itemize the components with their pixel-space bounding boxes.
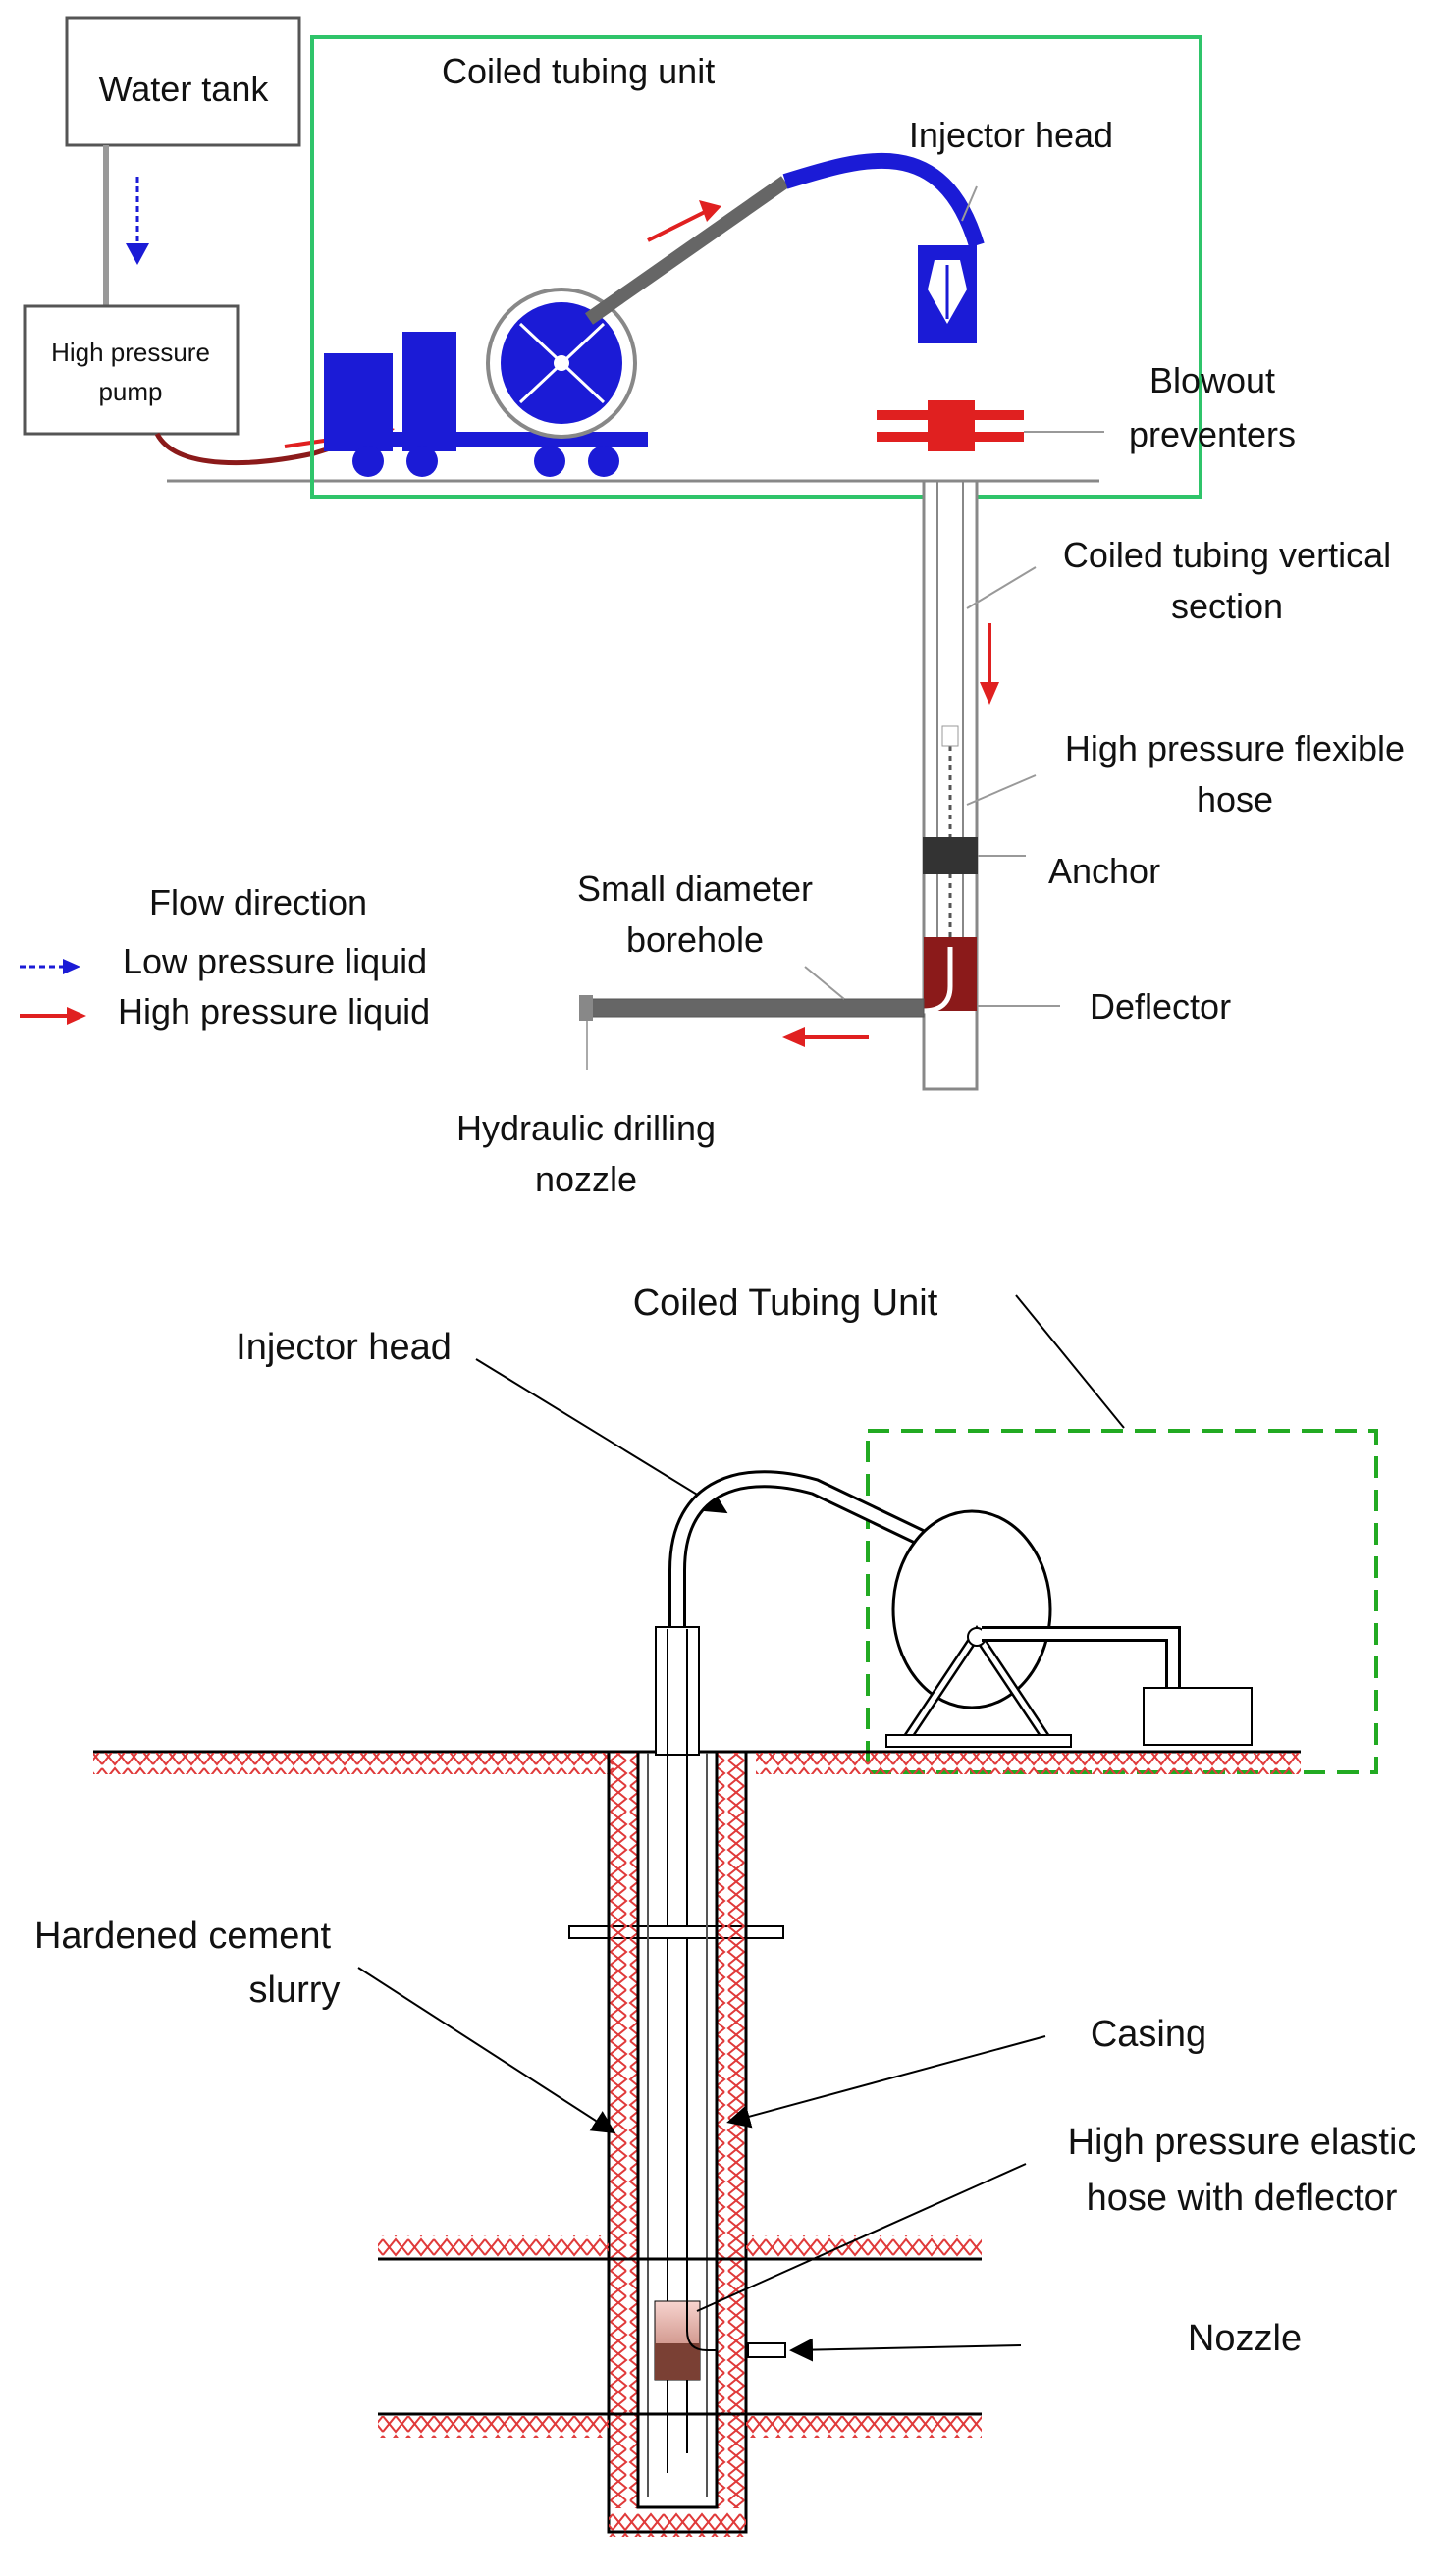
truck-body (402, 332, 456, 451)
flow-arrow-down-head (980, 682, 999, 705)
formation-hatch-2l (378, 2416, 609, 2438)
pump-label-line2: pump (98, 377, 162, 406)
hose-connector (941, 725, 959, 747)
deflector-bend (922, 947, 953, 1014)
hp-hose-leader (966, 774, 1037, 806)
reel-hub (554, 355, 569, 371)
reel-bottom (891, 1509, 1052, 1709)
cement-label-2: slurry (249, 1970, 341, 2011)
wheel-3 (534, 446, 565, 477)
ctu-leader (1015, 1294, 1125, 1429)
cement-label-1: Hardened cement (34, 1916, 332, 1957)
wellhead-casing-top (655, 1626, 700, 1756)
pump-hose (154, 429, 384, 466)
anchor-label: Anchor (1048, 851, 1160, 891)
hp-hose-label-1: High pressure flexible (1065, 728, 1405, 768)
bop-label-1: Blowout (1149, 360, 1275, 400)
injector-head-label-bottom: Injector head (236, 1327, 452, 1368)
ground-hatch-left (93, 1753, 614, 1774)
coiled-unit-box (310, 35, 1202, 499)
bop-body (928, 400, 975, 451)
power-pack (1143, 1687, 1253, 1746)
injector-head-arrow (475, 1358, 728, 1514)
anchor-block (923, 837, 978, 874)
cement-left (609, 1753, 638, 2508)
cement-bottom (609, 2512, 746, 2537)
ground-hatch-right (756, 1753, 1301, 1774)
wellhead-flange (568, 1925, 784, 1939)
flow-arrow-left-head (782, 1027, 805, 1047)
small-dia-label-2: borehole (626, 920, 764, 960)
gooseneck-bottom-inner (671, 1473, 931, 1634)
bottom-diagram: Coiled Tubing Unit Injector head (34, 1283, 1415, 2537)
water-tank-label: Water tank (99, 69, 270, 109)
cement-arrow (357, 1967, 616, 2134)
wheel-4 (588, 446, 619, 477)
hose-leader (696, 2163, 1027, 2312)
legend-low-arrowhead (63, 959, 80, 974)
nozzle-label-1: Hydraulic drilling (456, 1108, 716, 1148)
gooseneck-bottom (668, 1470, 932, 1634)
injector-leader (961, 185, 978, 222)
legend-high-arrowhead (67, 1007, 86, 1025)
deflector-base (655, 2343, 700, 2380)
pump-box (23, 304, 240, 436)
ctu-label: Coiled Tubing Unit (633, 1283, 938, 1324)
hose-bend (686, 2296, 717, 2351)
cement-right (717, 1753, 746, 2508)
flow-arrow-top (647, 209, 708, 242)
gooseneck (782, 152, 985, 248)
reel-arm-inner (982, 1629, 1178, 1691)
ct-vertical-leader (966, 566, 1037, 609)
nozzle-label-2: nozzle (535, 1159, 637, 1199)
nozzle-arrow (789, 2338, 1022, 2362)
small-dia-leader (804, 966, 845, 1000)
formation-hatch-2r (746, 2416, 982, 2438)
wheel-1 (352, 446, 384, 477)
borehole-horizontal (583, 998, 925, 1018)
wheel-2 (406, 446, 438, 477)
drilling-nozzle-tip (579, 995, 593, 1021)
bop-label-2: preventers (1129, 414, 1296, 454)
top-diagram: Water tank High pressure pump Coiled tub… (20, 16, 1405, 1199)
flow-legend: Flow direction Low pressure liquid High … (20, 882, 430, 1031)
casing-arrow (726, 2035, 1046, 2129)
formation-hatch-1l (378, 2235, 609, 2257)
hose-label-1: High pressure elastic (1068, 2122, 1416, 2163)
hose-label-2: hose with deflector (1087, 2178, 1398, 2219)
legend-title: Flow direction (149, 882, 367, 922)
nozzle-label-bottom: Nozzle (1188, 2318, 1302, 2359)
casing-wall (636, 1753, 719, 2509)
low-pressure-arrowhead (126, 243, 149, 265)
truck-bed (324, 432, 648, 447)
hp-hose-label-2: hose (1197, 779, 1273, 819)
formation-hatch-1r (746, 2235, 982, 2257)
legend-high-label: High pressure liquid (118, 991, 430, 1031)
casing-label: Casing (1091, 2014, 1206, 2055)
nozzle-tip (747, 2342, 786, 2358)
legend-low-label: Low pressure liquid (123, 941, 427, 981)
coiled-unit-label: Coiled tubing unit (442, 51, 715, 91)
water-tank-box (65, 16, 301, 147)
small-dia-label-1: Small diameter (577, 868, 813, 909)
injector-head-label: Injector head (909, 115, 1113, 155)
reel-base (885, 1734, 1072, 1748)
ct-vertical-label-2: section (1171, 586, 1283, 626)
deflector-label: Deflector (1090, 986, 1231, 1026)
coiled-tubing-top (584, 176, 790, 325)
ct-vertical-label-1: Coiled tubing vertical (1063, 535, 1391, 575)
pump-label-line1: High pressure (51, 338, 210, 367)
flow-arrow-top-head (699, 200, 721, 222)
